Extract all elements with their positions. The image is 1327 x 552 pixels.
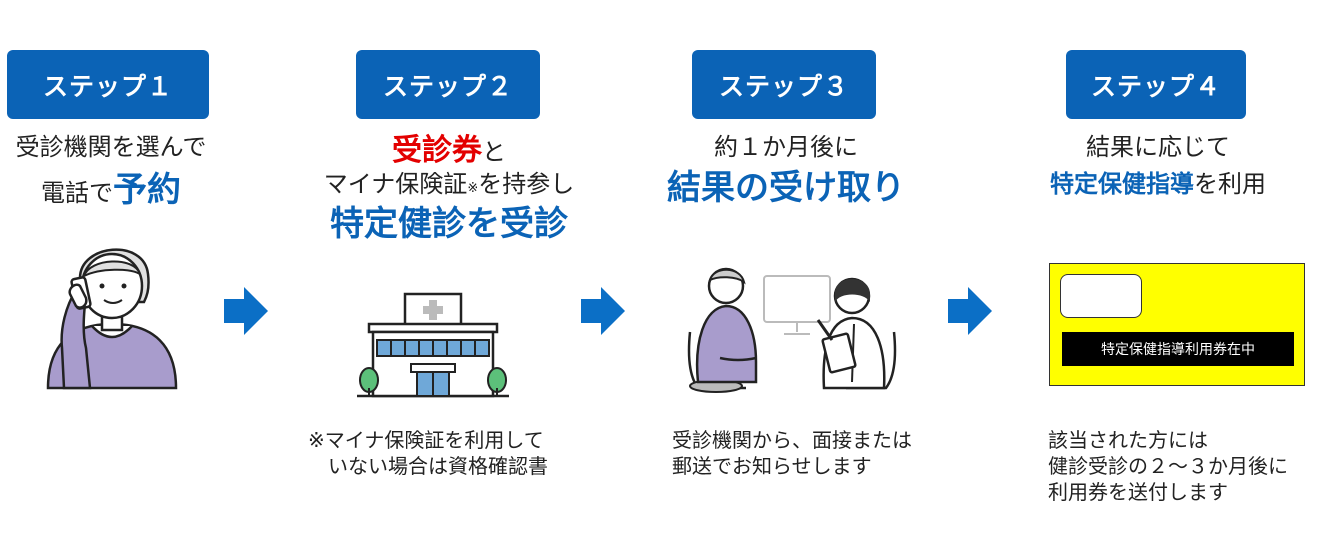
step4-line2-suffix: を利用	[1194, 170, 1266, 198]
voucher-envelope: 特定保健指導利用券在中	[1049, 263, 1305, 386]
step4-line1: 結果に応じて	[1086, 133, 1230, 161]
step4-note-line1: 該当された方には	[1048, 428, 1208, 452]
step4-line2-highlight: 特定保健指導	[1050, 170, 1194, 198]
step1-line2: 電話で予約	[0, 170, 222, 211]
step4-line2: 特定保健指導を利用	[1000, 170, 1316, 199]
step1-badge: ステップ１	[7, 50, 209, 119]
step2-line2-part2: を持参し	[478, 170, 575, 198]
step1-line2-highlight: 予約	[113, 170, 181, 210]
step3-line2: 結果の受け取り	[667, 168, 905, 208]
step2-line1-highlight: 受診券	[392, 133, 482, 168]
step2-line3: 特定健診を受診	[330, 204, 568, 244]
arrow-right-icon	[948, 287, 992, 335]
arrow-right-icon	[581, 287, 625, 335]
step1-line2-prefix: 電話で	[41, 179, 113, 207]
step2-note-line2: いない場合は資格確認書	[328, 454, 548, 478]
step2-line1-suffix: と	[482, 138, 506, 166]
hospital-illustration	[357, 292, 509, 398]
step3-line1: 約１か月後に	[714, 133, 858, 161]
step2-line2: マイナ保険証※を持参し	[290, 170, 608, 199]
step3-note-line1: 受診機関から、面接または	[672, 428, 912, 452]
consultation-illustration	[687, 267, 897, 393]
step2-note-line1: ※マイナ保険証を利用して	[308, 428, 544, 452]
step4-note-line2: 健診受診の２～３か月後に	[1048, 454, 1288, 478]
step3-note-line2: 郵送でお知らせします	[672, 454, 872, 478]
step2-line2-mark: ※	[467, 181, 479, 196]
arrow-right-icon	[224, 287, 268, 335]
step3-badge: ステップ３	[692, 50, 876, 119]
step2-line1: 受診券と	[290, 133, 608, 169]
envelope-window	[1060, 274, 1142, 318]
step4-badge: ステップ４	[1066, 50, 1246, 119]
step2-badge: ステップ２	[356, 50, 540, 119]
voucher-label: 特定保健指導利用券在中	[1062, 332, 1294, 366]
step4-note-line3: 利用券を送付します	[1048, 480, 1228, 504]
step1-line1: 受診機関を選んで	[15, 133, 207, 161]
person-phone-illustration	[46, 248, 178, 390]
step2-line2-part1: マイナ保険証	[323, 170, 468, 198]
